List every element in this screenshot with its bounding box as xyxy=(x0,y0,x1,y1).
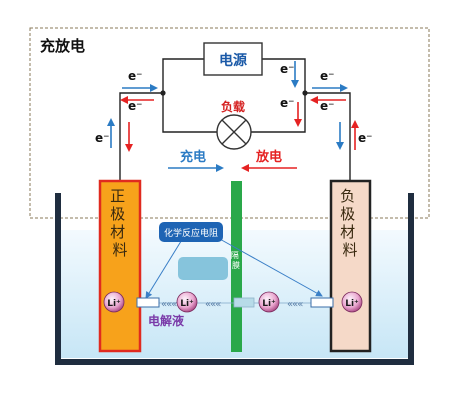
lithium-ion-2: Li⁺ xyxy=(176,291,198,313)
separator xyxy=(231,181,242,352)
svg-text:Li⁺: Li⁺ xyxy=(107,299,121,309)
wire-junction-left xyxy=(160,90,166,96)
electron-label-top-mid: e⁻ xyxy=(280,62,294,76)
reaction-resistance-label: 化学反应电阻 xyxy=(164,227,218,239)
electron-label-low-right: e⁻ xyxy=(358,131,372,145)
electron-label-top-right: e⁻ xyxy=(320,69,334,83)
wire-junction-right xyxy=(302,90,308,96)
tank-wall xyxy=(55,193,414,365)
electron-label-mid-right: e⁻ xyxy=(320,99,334,113)
negative-electrode xyxy=(329,179,372,353)
svg-text:«««: ««« xyxy=(205,299,221,310)
load-label: 负载 xyxy=(221,99,245,114)
ion-path: ««« ««« ««« xyxy=(136,297,334,310)
charge-discharge-frame xyxy=(29,27,430,219)
electron-label-low-left: e⁻ xyxy=(95,131,109,145)
electron-label-top-left: e⁻ xyxy=(128,69,142,83)
positive-electrode-label: 正 极 材 料 xyxy=(110,187,130,259)
blurred-label xyxy=(178,257,228,280)
svg-text:«««: ««« xyxy=(161,299,177,310)
lithium-ion-1: Li⁺ xyxy=(103,291,125,313)
electron-label-mid-left: e⁻ xyxy=(128,99,142,113)
svg-text:«««: ««« xyxy=(287,299,303,310)
positive-electrode xyxy=(98,179,142,353)
charge-label: 充电 xyxy=(180,149,206,165)
negative-electrode-label: 负 极 材 料 xyxy=(340,187,360,259)
separator-label: 隔 膜 xyxy=(231,251,242,270)
power-source-box xyxy=(203,42,263,76)
discharge-label: 放电 xyxy=(255,149,282,165)
lithium-ion-4: Li⁺ xyxy=(341,291,363,313)
svg-text:Li⁺: Li⁺ xyxy=(180,299,194,309)
power-source-label: 电源 xyxy=(219,52,247,69)
lithium-ion-3: Li⁺ xyxy=(258,291,280,313)
svg-text:Li⁺: Li⁺ xyxy=(345,299,359,309)
title: 充放电 xyxy=(40,37,85,55)
svg-text:Li⁺: Li⁺ xyxy=(262,299,276,309)
reaction-resistance-callout: 化学反应电阻 xyxy=(145,222,323,299)
electrolyte-label: 电解液 xyxy=(148,313,184,328)
electron-flow-arrows xyxy=(107,61,359,152)
electron-label-mid-mid: e⁻ xyxy=(280,96,294,110)
